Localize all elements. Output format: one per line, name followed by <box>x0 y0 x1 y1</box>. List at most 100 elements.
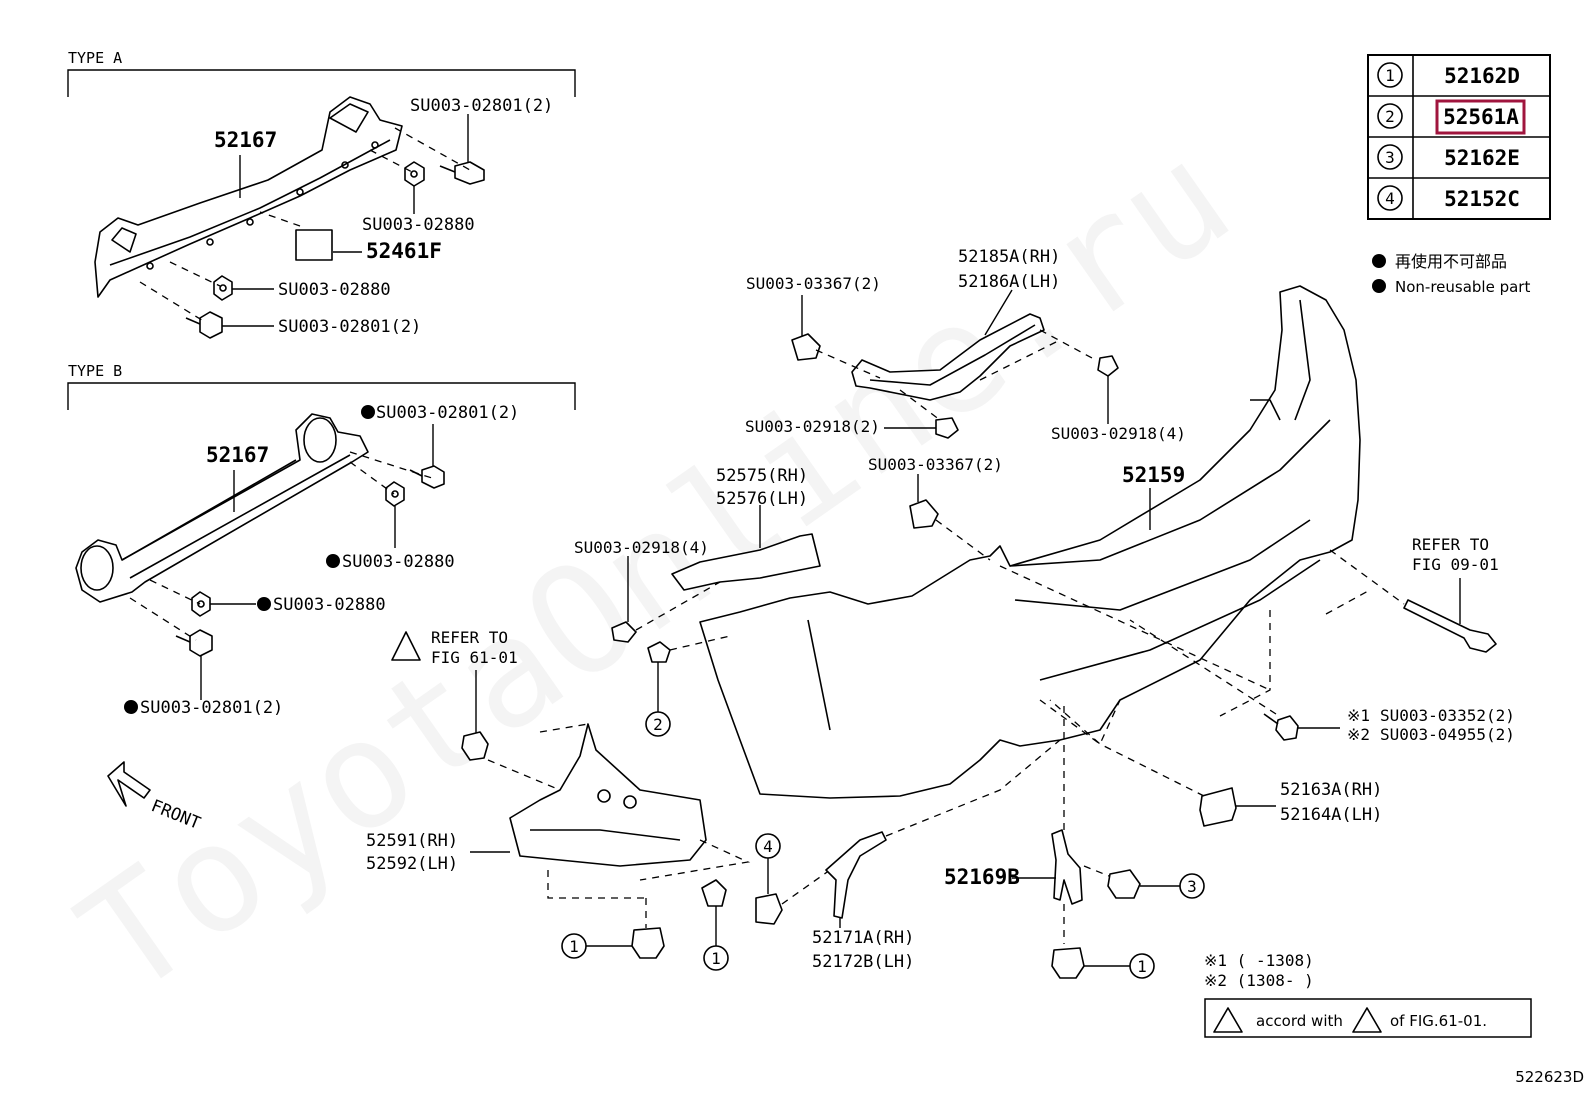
alt-mark-1: ※1 <box>1347 706 1370 725</box>
refer-61-line-1[interactable]: REFER TO <box>431 628 508 647</box>
non-reusable-dot-icon <box>124 700 138 714</box>
dash-leader <box>139 281 206 323</box>
bumper-cover-line <box>807 619 831 731</box>
bumper-cover-line <box>1294 299 1311 421</box>
type-a-pad-label[interactable]: 52461F <box>366 239 442 263</box>
type-b-title: TYPE B <box>68 362 122 380</box>
dash-leader <box>547 870 646 899</box>
clip-52561a-icon <box>647 641 671 663</box>
dash-leader <box>979 339 1061 381</box>
legend-row-4[interactable]: 4 52152C <box>1377 185 1520 211</box>
type-b-nut-upper-label[interactable]: SU003-02880 <box>342 552 455 572</box>
type-a-nut-upper-label[interactable]: SU003-02880 <box>362 215 475 235</box>
legend-row-2[interactable]: 2 52561A <box>1377 99 1526 135</box>
type-b-reinforcement-label[interactable]: 52167 <box>206 443 269 467</box>
lower-bracket-label-rh[interactable]: 52171A(RH) <box>812 928 914 948</box>
dash-leader <box>781 869 831 905</box>
reflector-label-lh[interactable]: 52164A(LH) <box>1280 805 1382 825</box>
refer-61-line-2[interactable]: FIG 61-01 <box>431 648 518 667</box>
bumper-cover-label[interactable]: 52159 <box>1122 463 1185 487</box>
dash-leader <box>1039 329 1093 359</box>
type-b-nut-upper-icon <box>385 481 405 507</box>
dash-leader <box>129 597 197 641</box>
side-retainer-label-lh[interactable]: 52576(LH) <box>716 489 808 509</box>
type-a-nut-upper-icon <box>404 161 425 187</box>
type-a-bracket <box>67 69 576 97</box>
type-b-nut-lower-icon <box>191 591 211 617</box>
type-a-reinforcement-label[interactable]: 52167 <box>214 128 277 152</box>
lower-bracket-label-lh[interactable]: 52172B(LH) <box>812 952 914 972</box>
center-retainer-label-lh[interactable]: 52186A(LH) <box>958 272 1060 292</box>
accord-text-b: of FIG.61-01. <box>1390 1012 1487 1030</box>
dash-leader <box>815 349 881 379</box>
legend-table: 1 52162D 2 52561A 3 52162E 4 52152C <box>1367 54 1551 220</box>
callout-3[interactable] <box>1179 873 1205 899</box>
screw-su02918-2-label[interactable]: SU003-02918(2) <box>745 417 880 436</box>
bolt-alt-2-label[interactable]: SU003-04955(2) <box>1380 725 1515 744</box>
legend-code-3[interactable]: 52162E <box>1444 146 1520 170</box>
legend-code-1[interactable]: 52162D <box>1444 64 1520 88</box>
bolt-su03352-icon <box>1263 713 1299 741</box>
type-a-bolt-bottom-label[interactable]: SU003-02801(2) <box>278 317 421 337</box>
clip-su03367-b-label[interactable]: SU003-03367(2) <box>868 455 1003 474</box>
legend-row-3[interactable]: 3 52162E <box>1377 144 1520 170</box>
type-a-bolt-top-label[interactable]: SU003-02801(2) <box>410 96 553 116</box>
non-reusable-en: Non-reusable part <box>1395 278 1530 296</box>
legend-index-1: 1 <box>1385 66 1395 85</box>
bumper-cover-line <box>1250 399 1281 421</box>
dash-leader <box>899 389 941 421</box>
clip-su03367-a-label[interactable]: SU003-03367(2) <box>746 274 881 293</box>
lower-bracket-shape <box>825 831 887 919</box>
legend-code-4[interactable]: 52152C <box>1444 187 1520 211</box>
bolt-alt-1-label[interactable]: SU003-03352(2) <box>1380 706 1515 725</box>
dash-leader <box>999 565 1271 691</box>
dash-leader <box>394 127 471 171</box>
center-bracket-shape <box>1051 829 1083 905</box>
seal-label-lh[interactable]: 52592(LH) <box>366 854 458 874</box>
callout-1-number: 1 <box>1137 957 1147 976</box>
clip-52152c-icon <box>755 893 783 925</box>
type-b-nut-lower-label[interactable]: SU003-02880 <box>273 595 386 615</box>
screw-su02918-4-right-icon <box>1097 355 1119 377</box>
seal-label-rh[interactable]: 52591(RH) <box>366 831 458 851</box>
warning-triangle-icon <box>391 631 421 661</box>
center-bracket-label[interactable]: 52169B <box>944 865 1020 889</box>
side-retainer-shape <box>671 533 821 591</box>
callout-1[interactable] <box>1129 953 1155 979</box>
dash-leader <box>369 149 413 173</box>
clip-52162d-icon <box>631 927 665 959</box>
dash-leader <box>259 211 301 227</box>
non-reusable-dot-icon <box>1372 279 1386 293</box>
legend-row-1[interactable]: 1 52162D <box>1377 62 1520 88</box>
type-a-nut-lower-label[interactable]: SU003-02880 <box>278 280 391 300</box>
bumper-cover-upper-edge <box>1009 419 1331 567</box>
bumper-cover-line <box>1039 559 1321 681</box>
clip-su03367-a-icon <box>791 333 821 361</box>
type-a-bolt-top-icon <box>439 161 485 185</box>
type-b-bolt-bottom-label[interactable]: SU003-02801(2) <box>140 698 283 718</box>
screw-su02918-4-left-label[interactable]: SU003-02918(4) <box>574 538 709 557</box>
clip-52162d-icon <box>701 879 727 907</box>
type-a-end-bracket <box>111 227 137 253</box>
screw-su02918-4-right-label[interactable]: SU003-02918(4) <box>1051 424 1186 443</box>
bumper-cover-line <box>1014 519 1311 611</box>
reflector-shape <box>1199 787 1237 827</box>
dash-leader <box>635 581 721 631</box>
legend-code-2[interactable]: 52561A <box>1443 105 1519 129</box>
reflector-label-rh[interactable]: 52163A(RH) <box>1280 780 1382 800</box>
callout-4-number: 4 <box>763 837 773 856</box>
non-reusable-dot-icon <box>1372 254 1386 268</box>
callout-2[interactable] <box>645 711 671 737</box>
callout-1[interactable] <box>561 933 587 959</box>
seal-rib <box>530 829 681 841</box>
callout-4[interactable] <box>755 833 781 859</box>
side-retainer-label-rh[interactable]: 52575(RH) <box>716 466 808 486</box>
callout-1[interactable] <box>703 945 729 971</box>
center-retainer-rib <box>869 324 1036 386</box>
center-retainer-label-rh[interactable]: 52185A(RH) <box>958 247 1060 267</box>
type-b-bolt-top-label[interactable]: SU003-02801(2) <box>376 403 519 423</box>
refer-09-line-1[interactable]: REFER TO <box>1412 535 1489 554</box>
refer-09-line-2[interactable]: FIG 09-01 <box>1412 555 1499 574</box>
bumper-cover-shape <box>699 285 1361 799</box>
